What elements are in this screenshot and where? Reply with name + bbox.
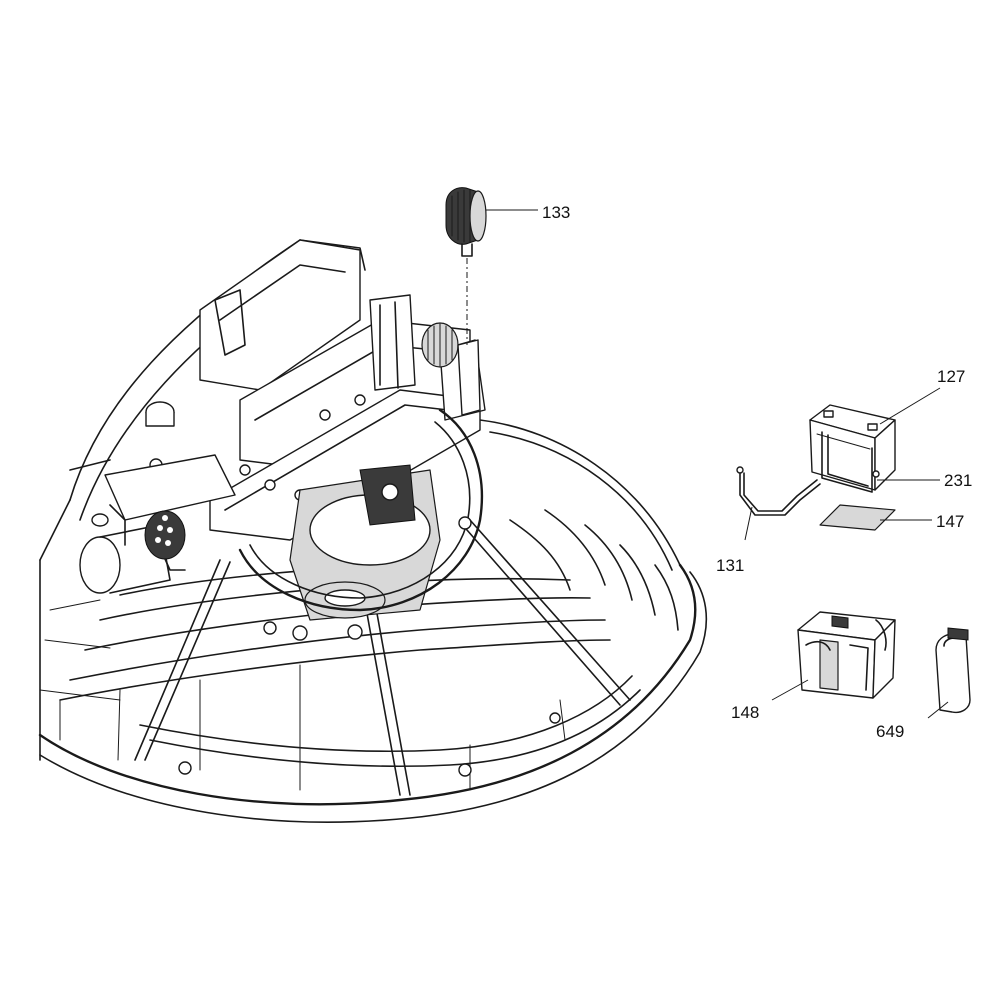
battery-rod [736,466,821,516]
leader-lines [486,209,949,719]
label-work-light: 133 [542,203,570,222]
label-battery-box: 148 [731,703,759,722]
label-battery-pad: 147 [936,512,964,531]
label-terminal-cover: 649 [876,722,904,741]
label-battery-rod: 131 [716,556,744,575]
chassis-frame [104,239,486,546]
work-light-mounted [144,510,186,571]
label-battery: 127 [937,367,965,386]
battery [809,404,896,491]
terminal-cover [935,627,971,714]
light-mount-bracket [457,339,481,416]
battery-box [797,611,896,699]
left-side-parts [69,401,175,594]
battery-pad [819,504,896,531]
central-gearbox [238,408,484,641]
trowel-machine-assembly [38,239,708,823]
label-battery-hold-down: 231 [944,471,972,490]
battery-hold-down [821,431,880,493]
work-light [445,187,487,345]
outer-guard-ring [38,419,708,823]
